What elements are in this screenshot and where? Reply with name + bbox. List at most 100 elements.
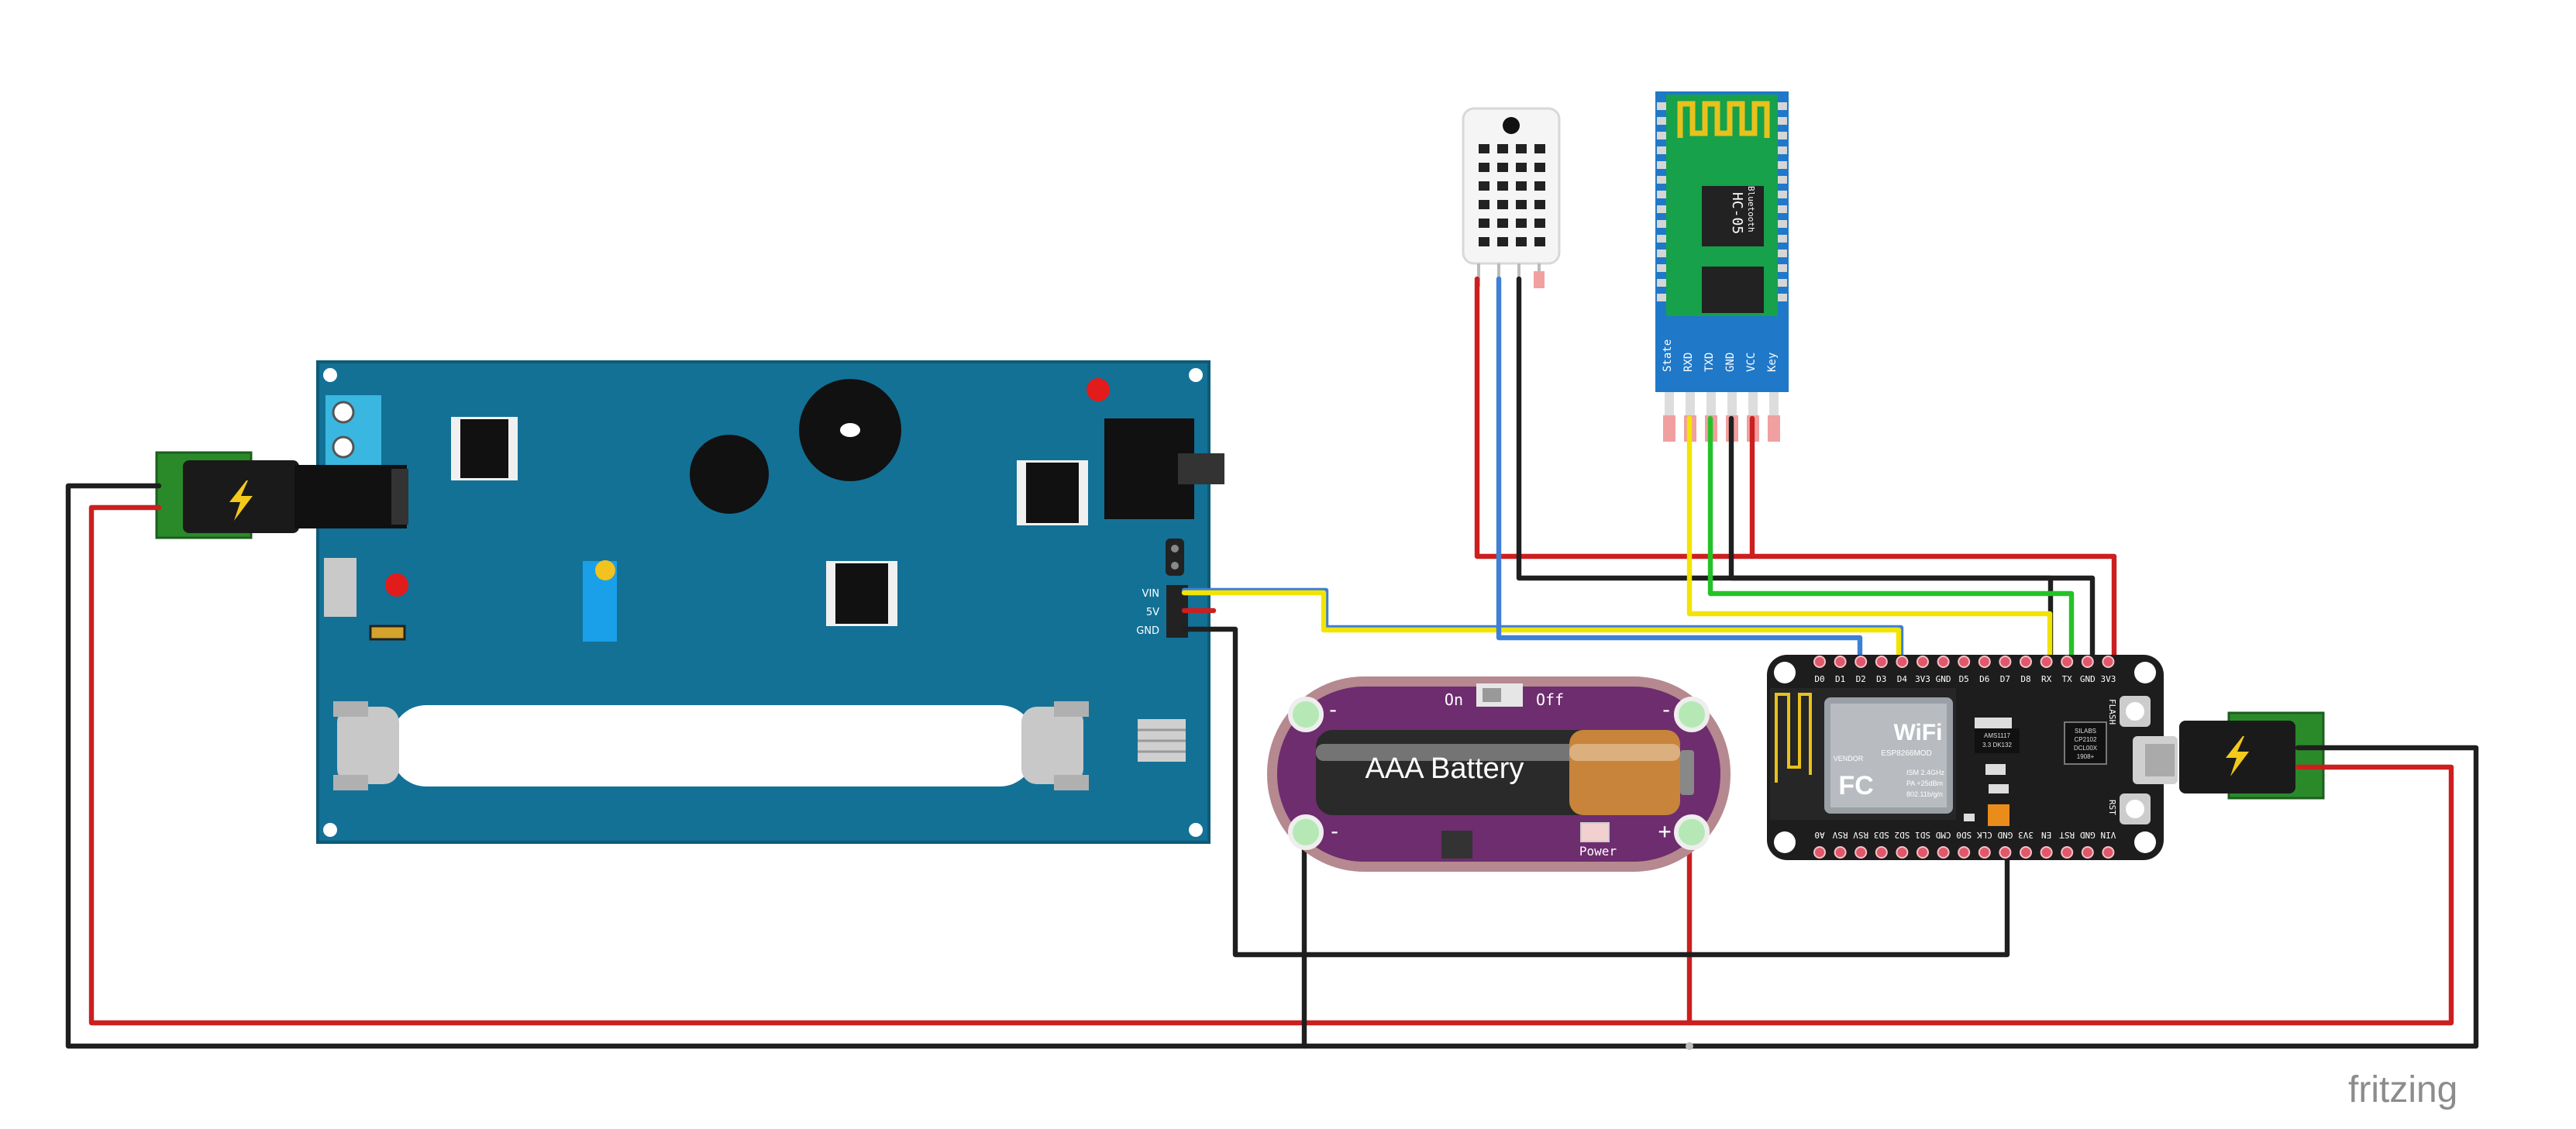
pin-label-5v: 5V [1146, 607, 1159, 618]
nodemcu-bottom-pin [1917, 846, 1929, 859]
led-red-top [1087, 378, 1110, 401]
nodemcu-bottom-pin [2020, 846, 2032, 859]
hc05-side-pad [1778, 264, 1787, 272]
wifi-label: WiFi [1893, 720, 1942, 745]
dht-vent-slot [1497, 163, 1508, 172]
nodemcu-hole-tl [1774, 662, 1796, 683]
nodemcu-hole-bl [1774, 831, 1796, 853]
hc05-side-pad [1657, 264, 1666, 272]
battery-holder: AAA Battery On Off - - - + Power [1267, 676, 1731, 872]
potentiometer [583, 560, 617, 642]
nodemcu-bottom-pin [1937, 846, 1950, 859]
dht-vent-slot [1516, 181, 1527, 191]
nodemcu-top-pin-label: 3V3 [2100, 674, 2116, 684]
hc05-pin-label: TXD [1703, 353, 1716, 372]
dht-mount-hole [1503, 117, 1520, 134]
wire-red-dht-vcc [1474, 276, 2117, 665]
hc05-side-pad [1657, 132, 1666, 139]
hc05-pin-tip [1663, 415, 1675, 442]
power-jack-left [155, 451, 408, 539]
nodemcu-top-pin-label: GND [1936, 674, 1951, 684]
nodemcu-bottom-pin-label: GND [2080, 830, 2096, 840]
minus-label-bottom: - [1328, 818, 1341, 844]
battery-cap [1569, 730, 1680, 815]
lightning-icon [229, 480, 253, 521]
wire-blue-board-vin [1181, 587, 1904, 663]
sensor-tube [333, 701, 1089, 790]
wire-yellow-hc05-rxd [1686, 415, 2053, 665]
pin-label-gnd: GND [1136, 625, 1159, 637]
hc05-subtitle: Bluetooth [1746, 186, 1756, 232]
nodemcu-bottom-pin-label: 3V3 [2018, 830, 2034, 840]
dht-grille [1479, 144, 1545, 246]
nodemcu-bottom-pin-label: A0 [1814, 830, 1824, 840]
nodemcu-top-pin-label: D3 [1876, 674, 1886, 684]
nodemcu-bottom-pin [2102, 846, 2115, 859]
screw-terminal [325, 395, 381, 465]
nodemcu-top-pin [1999, 656, 2012, 668]
nodemcu-top-pin [1896, 656, 1909, 668]
nodemcu-top-pin-label: D8 [2020, 674, 2030, 684]
fritzing-brand: fritzing [2348, 1069, 2457, 1110]
hc05-side-pad [1778, 117, 1787, 125]
flash-button[interactable]: FLASH [2107, 696, 2151, 727]
hc05-pin-leg [1665, 392, 1674, 415]
nodemcu-top-pin [2081, 656, 2094, 668]
battery-smd-1 [1441, 831, 1472, 859]
nodemcu-bottom-pin [2040, 846, 2053, 859]
smd-cap-1 [1985, 764, 2006, 775]
hc05-side-pad [1657, 279, 1666, 287]
nodemcu-top-pin-label: D5 [1959, 674, 1969, 684]
ic-chip-3 [826, 561, 897, 626]
side-switch [324, 558, 356, 617]
nodemcu-top-pin [1813, 656, 1826, 668]
micro-usb-port [2133, 736, 2178, 784]
esp-module: WiFi FC VENDOR ESP8266MOD ISM 2.4GHz PA … [1770, 688, 1956, 820]
hc05-pin-leg [1727, 392, 1737, 415]
small-smd [369, 625, 406, 641]
nodemcu-bottom-pin [1855, 846, 1868, 859]
hc05-side-pad [1778, 220, 1787, 228]
reset-button[interactable]: RST [2107, 793, 2151, 824]
module-text-2: ISM 2.4GHz [1906, 769, 1945, 776]
chip-label-3: SILABS [2075, 728, 2096, 735]
nodemcu-top-pin-label: D0 [1814, 674, 1824, 684]
chip-label-6: 1908+ [2077, 753, 2095, 760]
nodemcu-bottom-pin-label: RSV [1832, 830, 1848, 840]
led-red-left [385, 573, 408, 597]
dht-vent-slot [1534, 200, 1545, 209]
power-label: Power [1579, 844, 1617, 859]
nodemcu-bottom-pin [1999, 846, 2012, 859]
hc05-pin-legs [1663, 392, 1780, 442]
battery-label: AAA Battery [1365, 752, 1524, 785]
nodemcu-bottom-pin [2061, 846, 2074, 859]
hc05-side-pad [1657, 117, 1666, 125]
plus-label-bottom: + [1658, 818, 1672, 844]
orange-smd [1988, 804, 2009, 826]
nodemcu-bottom-pin-label: CLK [1976, 830, 1992, 840]
dht-vent-slot [1516, 219, 1527, 228]
hc05-pin-label: State [1662, 339, 1674, 372]
dht-vent-slot [1534, 144, 1545, 153]
hc05-side-pad [1657, 191, 1666, 198]
hc05-side-pad [1657, 205, 1666, 213]
dht-vent-slot [1479, 237, 1489, 246]
nodemcu-top-pin [2040, 656, 2053, 668]
flash-label: FLASH [2107, 699, 2117, 725]
nodemcu-hole-br [2134, 831, 2156, 853]
rst-label: RST [2107, 800, 2117, 815]
side-header [1166, 539, 1184, 576]
hc05-side-pad [1657, 294, 1666, 301]
dht-vent-slot [1516, 163, 1527, 172]
capacitor [690, 435, 769, 514]
hc05-side-pad [1778, 146, 1787, 154]
nodemcu-top-pin-label: D7 [2000, 674, 2010, 684]
module-text-4: 802.11b/g/n [1906, 790, 1943, 798]
junction-dot-bottom [1686, 1042, 1693, 1050]
module-text-3: PA +25dBm [1906, 780, 1943, 787]
dht-vent-slot [1534, 237, 1545, 246]
nodemcu-top-pin [1958, 656, 1971, 668]
dht-vent-slot [1534, 219, 1545, 228]
hc05-pin-tip [1768, 415, 1780, 442]
